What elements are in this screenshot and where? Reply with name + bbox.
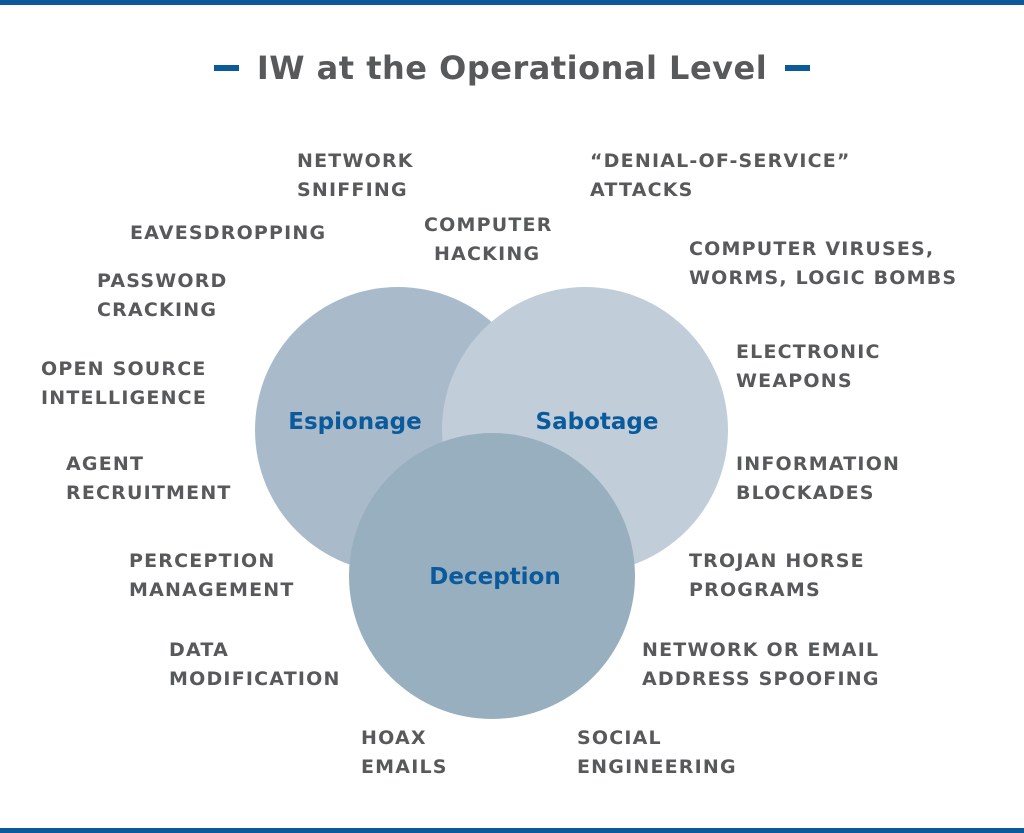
- sabotage-label: Sabotage: [535, 409, 659, 435]
- label-social-engineering: SOCIAL ENGINEERING: [577, 727, 737, 778]
- label-hoax-emails: HOAX EMAILS: [361, 727, 448, 778]
- top-rule: [0, 0, 1024, 5]
- label-agent-recruitment: AGENT RECRUITMENT: [66, 453, 232, 504]
- bottom-rule: [0, 828, 1024, 833]
- label-open-source-intelligence: OPEN SOURCE INTELLIGENCE: [41, 358, 207, 409]
- label-data-modification: DATA MODIFICATION: [169, 639, 341, 690]
- label-perception-management: PERCEPTION MANAGEMENT: [129, 550, 295, 601]
- diagram-title: IW at the Operational Level: [256, 49, 768, 87]
- label-network-sniffing: NETWORK SNIFFING: [297, 150, 414, 201]
- deception-label: Deception: [429, 564, 561, 590]
- label-trojan-horse-programs: TROJAN HORSE PROGRAMS: [689, 550, 865, 601]
- label-denial-of-service: “DENIAL-OF-SERVICE” ATTACKS: [590, 150, 851, 201]
- label-password-cracking: PASSWORD CRACKING: [97, 270, 228, 321]
- title-dash-right: [785, 65, 811, 71]
- title-bar: IW at the Operational Level: [0, 46, 1024, 90]
- deception-circle: [349, 433, 635, 719]
- label-computer-viruses: COMPUTER VIRUSES, WORMS, LOGIC BOMBS: [689, 238, 958, 289]
- label-eavesdropping: EAVESDROPPING: [130, 222, 327, 244]
- espionage-label: Espionage: [288, 409, 422, 435]
- label-information-blockades: INFORMATION BLOCKADES: [736, 453, 901, 504]
- label-computer-hacking: COMPUTER HACKING: [424, 214, 553, 265]
- title-dash-left: [213, 65, 239, 71]
- label-electronic-weapons: ELECTRONIC WEAPONS: [736, 341, 881, 392]
- label-network-email-spoofing: NETWORK OR EMAIL ADDRESS SPOOFING: [642, 639, 880, 690]
